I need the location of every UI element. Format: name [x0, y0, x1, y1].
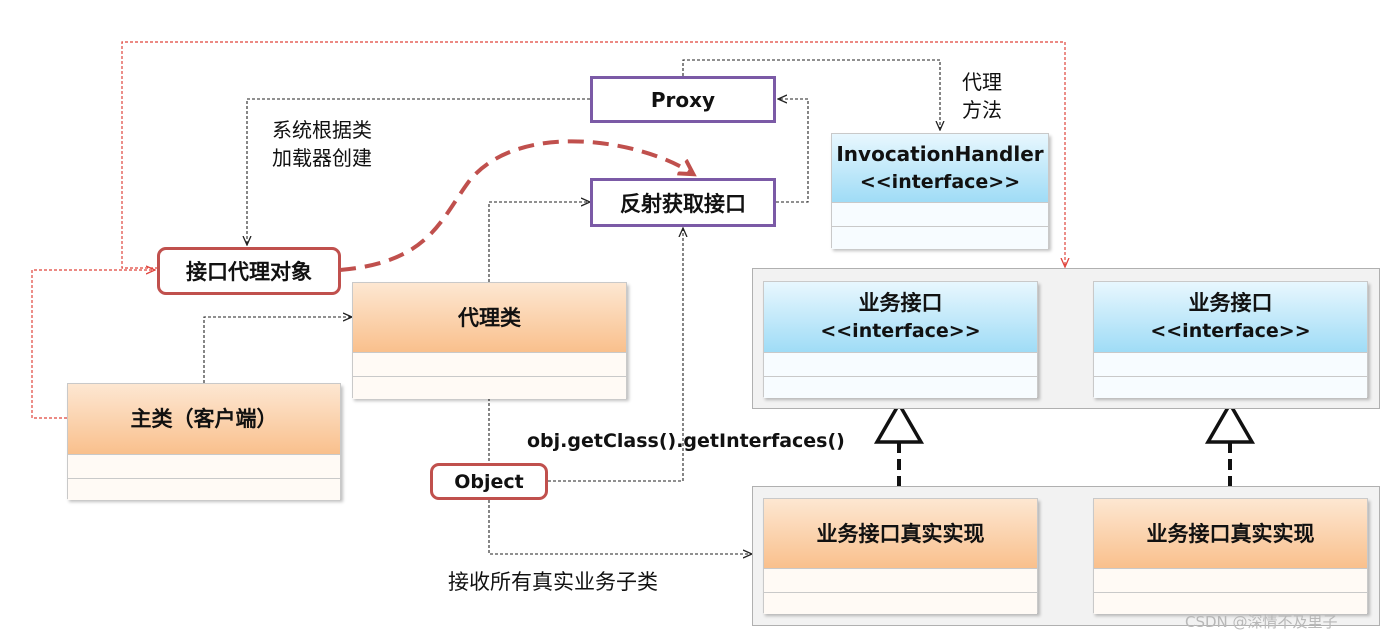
object-to-reflect-arrow: [548, 228, 683, 482]
proxy-method-line1: 代理: [962, 70, 1002, 94]
realization-triangle-2: [1204, 400, 1256, 444]
object-to-impl-arrow: [488, 500, 752, 554]
invocation-handler-stereotype: <<interface>>: [859, 171, 1021, 193]
business-impl-2-name: 业务接口真实实现: [1146, 521, 1315, 546]
proxy-to-handler-arrow: [682, 59, 940, 130]
interface-proxy-object-label: 接口代理对象: [186, 260, 312, 284]
business-interface-2-name: 业务接口: [1188, 291, 1273, 315]
proxyclass-to-reflect-arrow: [488, 202, 590, 282]
business-interface-1: 业务接口 <<interface>>: [763, 281, 1038, 398]
object-label: Object: [454, 470, 524, 493]
red-dotted-loop: [121, 41, 1065, 269]
realization-triangle-1: [873, 400, 925, 444]
invocation-handler-class: InvocationHandler <<interface>>: [831, 133, 1049, 249]
business-impl-1: 业务接口真实实现: [763, 498, 1038, 614]
proxy-method-note: 代理 方法: [962, 68, 1002, 124]
proxy-to-object-arrow: [247, 98, 590, 245]
invocation-handler-name: InvocationHandler: [836, 142, 1044, 166]
reflect-interface-box: 反射获取接口: [590, 178, 776, 227]
main-to-proxyclass-arrow: [203, 317, 352, 383]
business-interface-2: 业务接口 <<interface>>: [1093, 281, 1368, 398]
business-interface-1-name: 业务接口: [858, 291, 943, 315]
proxy-method-line2: 方法: [962, 98, 1002, 122]
classloader-note: 系统根据类 加载器创建: [272, 116, 372, 172]
main-class: 主类（客户端）: [67, 383, 341, 500]
proxy-box: Proxy: [590, 76, 776, 123]
get-interfaces-call-label: obj.getClass().getInterfaces(): [527, 430, 845, 452]
business-impl-2: 业务接口真实实现: [1093, 498, 1368, 614]
business-interface-2-stereotype: <<interface>>: [1150, 320, 1311, 342]
main-class-name: 主类（客户端）: [130, 407, 278, 431]
classloader-line1: 系统根据类: [272, 118, 372, 142]
object-box: Object: [430, 463, 548, 500]
business-impl-1-name: 业务接口真实实现: [816, 521, 985, 546]
proxy-label: Proxy: [650, 87, 716, 112]
reflect-label: 反射获取接口: [620, 191, 746, 216]
receive-note: 接收所有真实业务子类: [448, 570, 658, 594]
reflect-to-proxy-arrow: [776, 99, 809, 203]
business-interface-1-stereotype: <<interface>>: [820, 320, 981, 342]
proxy-class-name: 代理类: [458, 305, 521, 330]
watermark: CSDN @深情不及里子: [1185, 613, 1338, 631]
classloader-line2: 加载器创建: [272, 146, 372, 170]
proxy-class: 代理类: [352, 282, 627, 399]
interface-proxy-object-box: 接口代理对象: [157, 247, 341, 295]
red-dotted-main-link: [31, 270, 155, 419]
